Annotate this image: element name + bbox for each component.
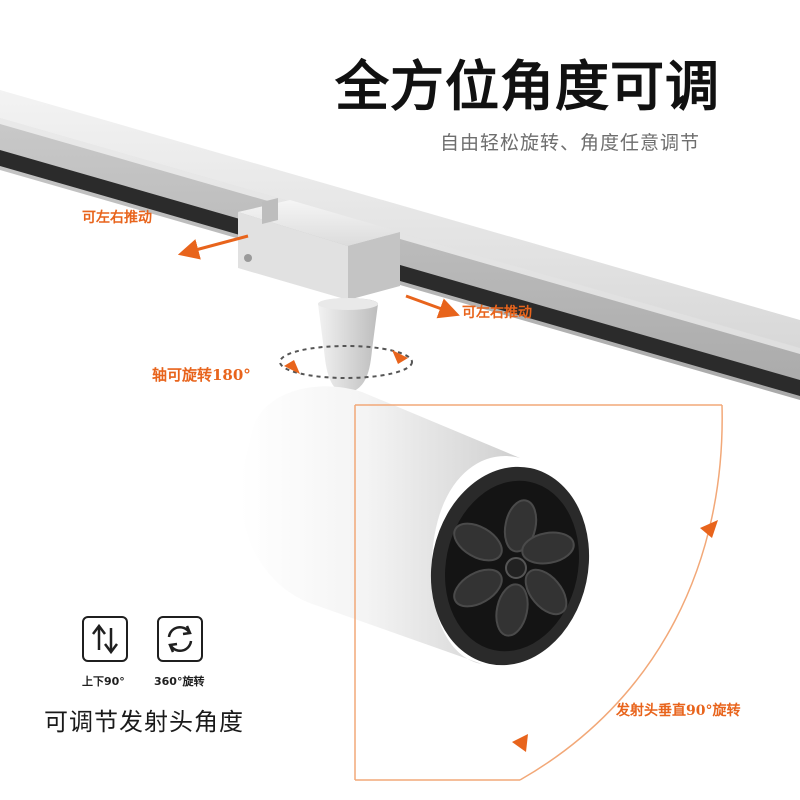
up-down-arrows-icon-graphic — [92, 623, 118, 655]
rotate-360-icon — [157, 616, 203, 662]
slide-arrow-left — [177, 234, 249, 260]
callout-axis-rotate: 轴可旋转180° — [152, 366, 251, 384]
lamp-stem — [318, 298, 378, 392]
headline-title: 全方位角度可调 — [335, 55, 720, 118]
bottom-caption: 可调节发射头角度 — [44, 708, 244, 736]
lens-petals — [453, 499, 575, 637]
rotate-360-icon-graphic — [167, 625, 193, 653]
callout-slide-left-right-2: 可左右推动 — [462, 305, 532, 321]
lamp-head — [239, 386, 590, 666]
callout-slide-left-right-1: 可左右推动 — [82, 210, 152, 226]
headline-subtitle: 自由轻松旋转、角度任意调节 — [440, 132, 701, 154]
slide-arrow-right — [405, 294, 460, 319]
feature-label-rotate360: 360°旋转 — [154, 675, 205, 688]
axis-rotate-arrow — [279, 345, 413, 379]
feature-label-updown: 上下90° — [82, 675, 125, 688]
track-adapter — [238, 198, 400, 300]
vertical-rotate-guide — [354, 404, 723, 781]
up-down-arrows-icon — [82, 616, 128, 662]
callout-vertical-rotate: 发射头垂直90°旋转 — [616, 703, 741, 719]
